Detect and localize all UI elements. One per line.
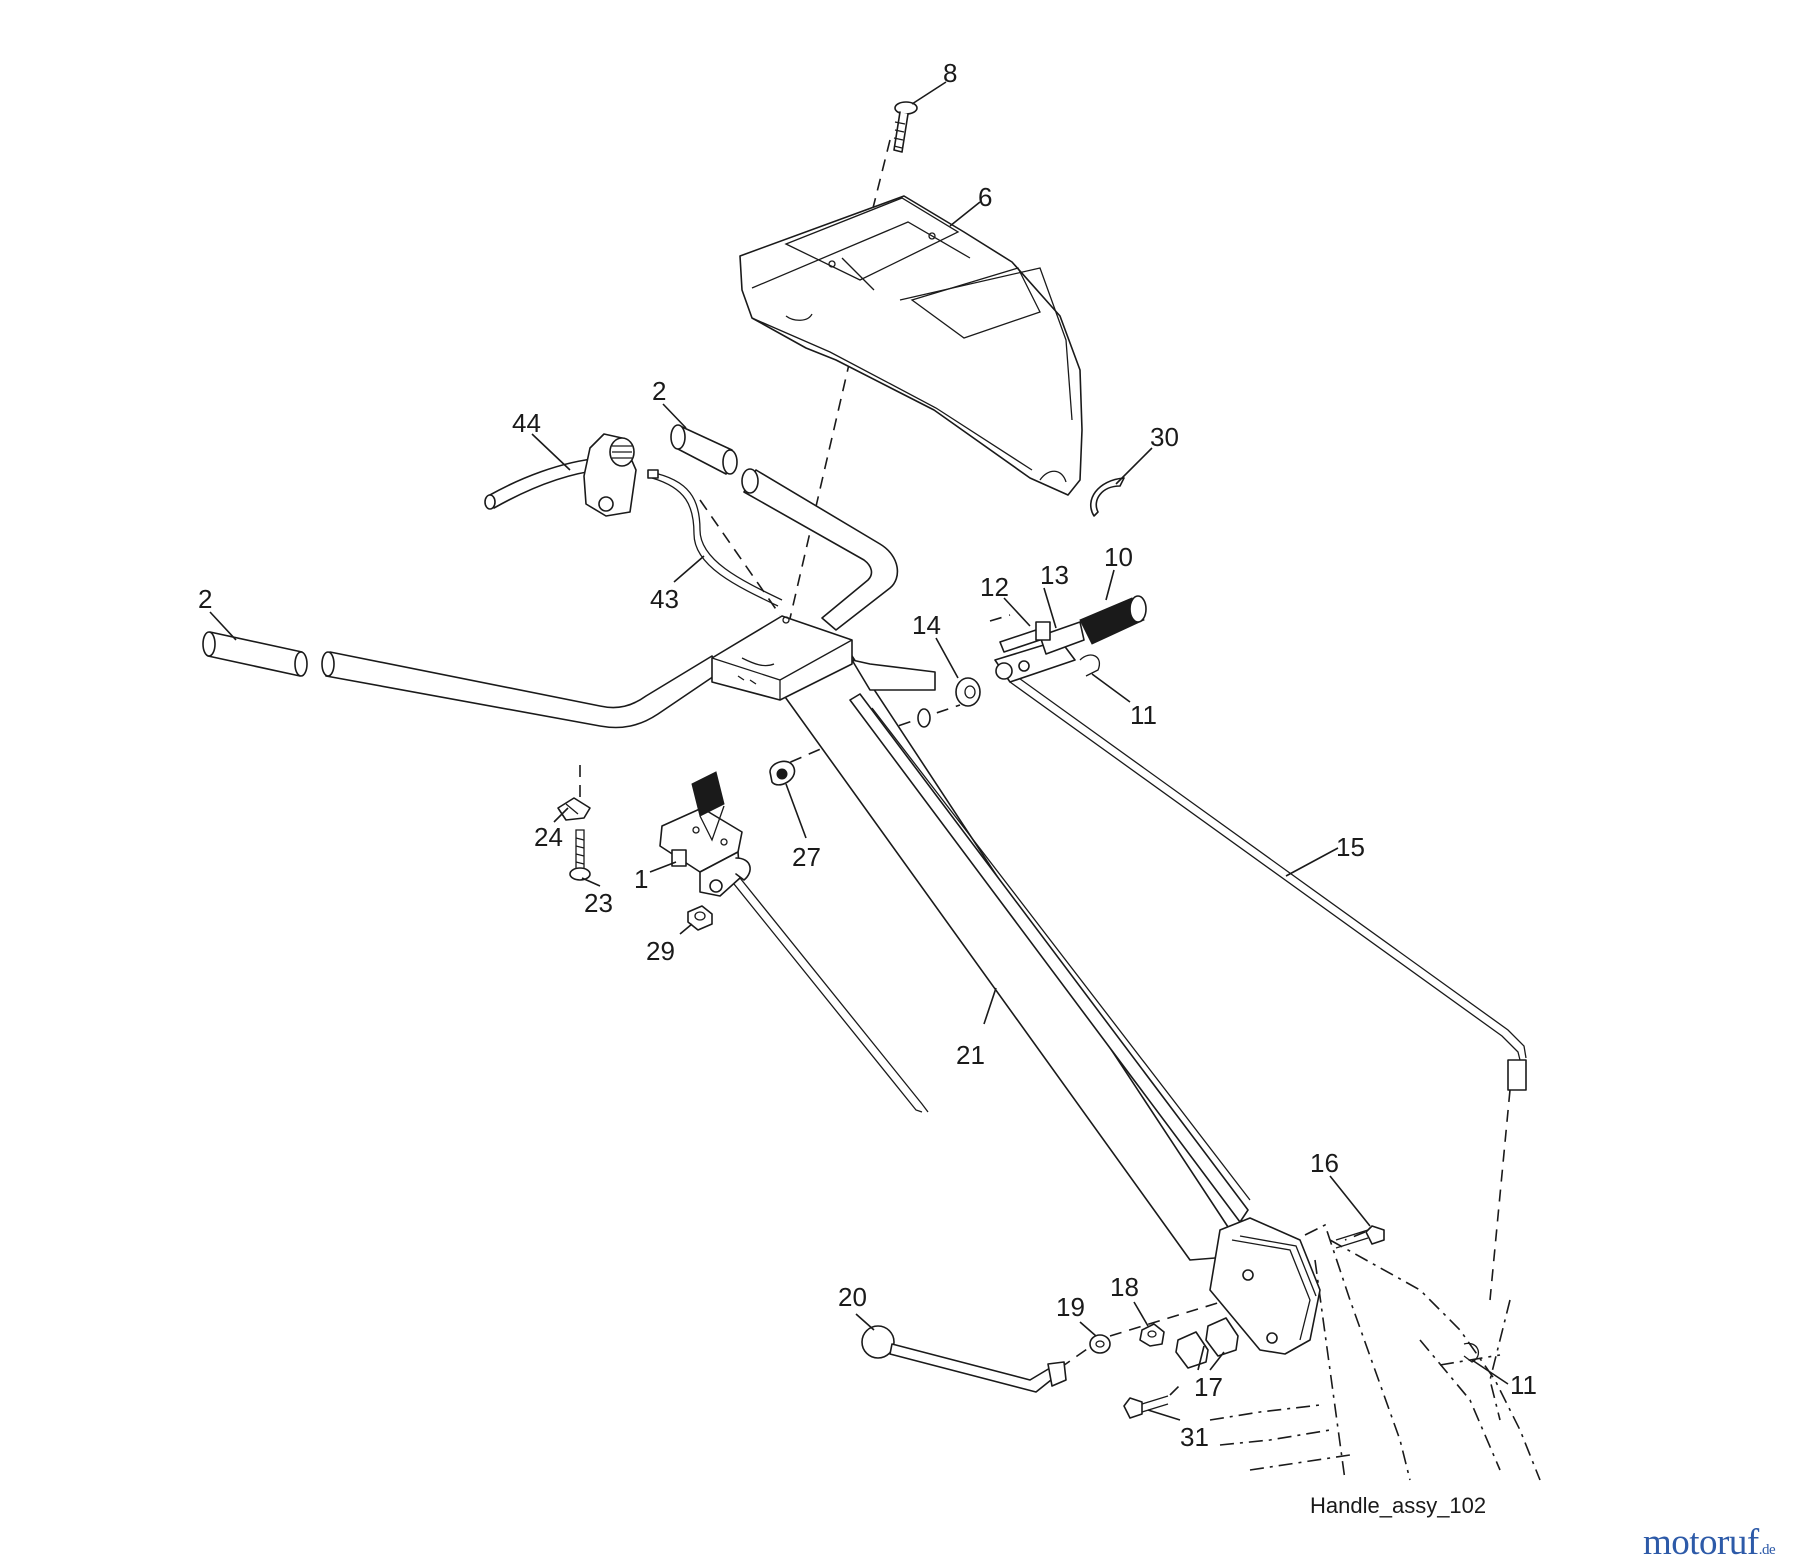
- handle-grip-upper: [670, 424, 738, 475]
- lock-nut-small: [1139, 1323, 1165, 1347]
- callout-29: 29: [646, 936, 675, 966]
- handle-pivot-plate: [1209, 1217, 1321, 1355]
- handle-bracket: [711, 615, 853, 701]
- callout-11: 11: [1510, 1370, 1537, 1400]
- flange-bolt: [1335, 1225, 1385, 1249]
- callout-27: 27: [792, 842, 821, 872]
- callout-16: 16: [1310, 1148, 1339, 1178]
- carriage-bolt: [569, 829, 591, 881]
- callout-numbers: 8 6 2 44 30 10 13 12 14 43 2 11 15 24 27…: [198, 58, 1537, 1452]
- hex-bolt: [1123, 1395, 1169, 1419]
- callout-12: 12: [980, 572, 1009, 602]
- spacer: [955, 677, 981, 707]
- callout-15: 15: [1336, 832, 1365, 862]
- callout-17: 17: [1194, 1372, 1223, 1402]
- depth-lever: [861, 1325, 1067, 1393]
- console-cover: [739, 195, 1083, 496]
- screw: [893, 101, 918, 153]
- callout-8: 8: [943, 58, 957, 88]
- callout-31: 31: [1180, 1422, 1209, 1452]
- handlebar-upper-end: [741, 468, 759, 494]
- callout-23: 23: [584, 888, 613, 918]
- callout-30: 30: [1150, 422, 1179, 452]
- callout-44: 44: [512, 408, 541, 438]
- handle-grip-left: [202, 631, 308, 677]
- callout-6: 6: [978, 182, 992, 212]
- cage-nut: [557, 797, 591, 821]
- pivot-bolt: [999, 621, 1051, 653]
- callout-24: 24: [534, 822, 563, 852]
- hairpin-clip-lower: [1463, 1342, 1480, 1363]
- lever-bracket: [659, 771, 751, 897]
- spacer-blocks: [1175, 1317, 1239, 1369]
- callout-20: 20: [838, 1282, 867, 1312]
- watermark-name: motoruf: [1643, 1522, 1759, 1563]
- watermark-suffix: .de: [1758, 1542, 1776, 1558]
- flat-washer: [1089, 1334, 1111, 1354]
- callout-21: 21: [956, 1040, 985, 1070]
- callout-14: 14: [912, 610, 941, 640]
- control-cable: [647, 469, 783, 607]
- lock-nut: [769, 760, 796, 786]
- handlebar-upper: [743, 469, 899, 631]
- callout-10: 10: [1104, 542, 1133, 572]
- diagram-caption: Handle_assy_102: [1310, 1493, 1487, 1518]
- callout-1: 1: [634, 864, 648, 894]
- callout-13: 13: [1040, 560, 1069, 590]
- hairpin-clip-upper: [1079, 654, 1101, 677]
- handle-tube: [769, 655, 1251, 1261]
- lever-rod: [733, 877, 929, 1113]
- handlebar-main: [325, 651, 721, 729]
- callout-11: 11: [1130, 700, 1157, 730]
- hex-nut: [687, 905, 713, 931]
- callout-2: 2: [198, 584, 212, 614]
- control-lever: [484, 433, 637, 517]
- callout-2: 2: [652, 376, 666, 406]
- shift-knob: [1039, 595, 1147, 655]
- watermark-logo: motoruf.de: [1643, 1521, 1776, 1564]
- shift-rod: [1009, 675, 1527, 1091]
- callout-18: 18: [1110, 1272, 1139, 1302]
- retaining-clip: [1089, 477, 1125, 517]
- tiller-frame-phantom: [1209, 1223, 1541, 1481]
- handlebar-main-end: [321, 651, 335, 677]
- callout-43: 43: [650, 584, 679, 614]
- callout-19: 19: [1056, 1292, 1085, 1322]
- callout-leaders: [209, 81, 1509, 1421]
